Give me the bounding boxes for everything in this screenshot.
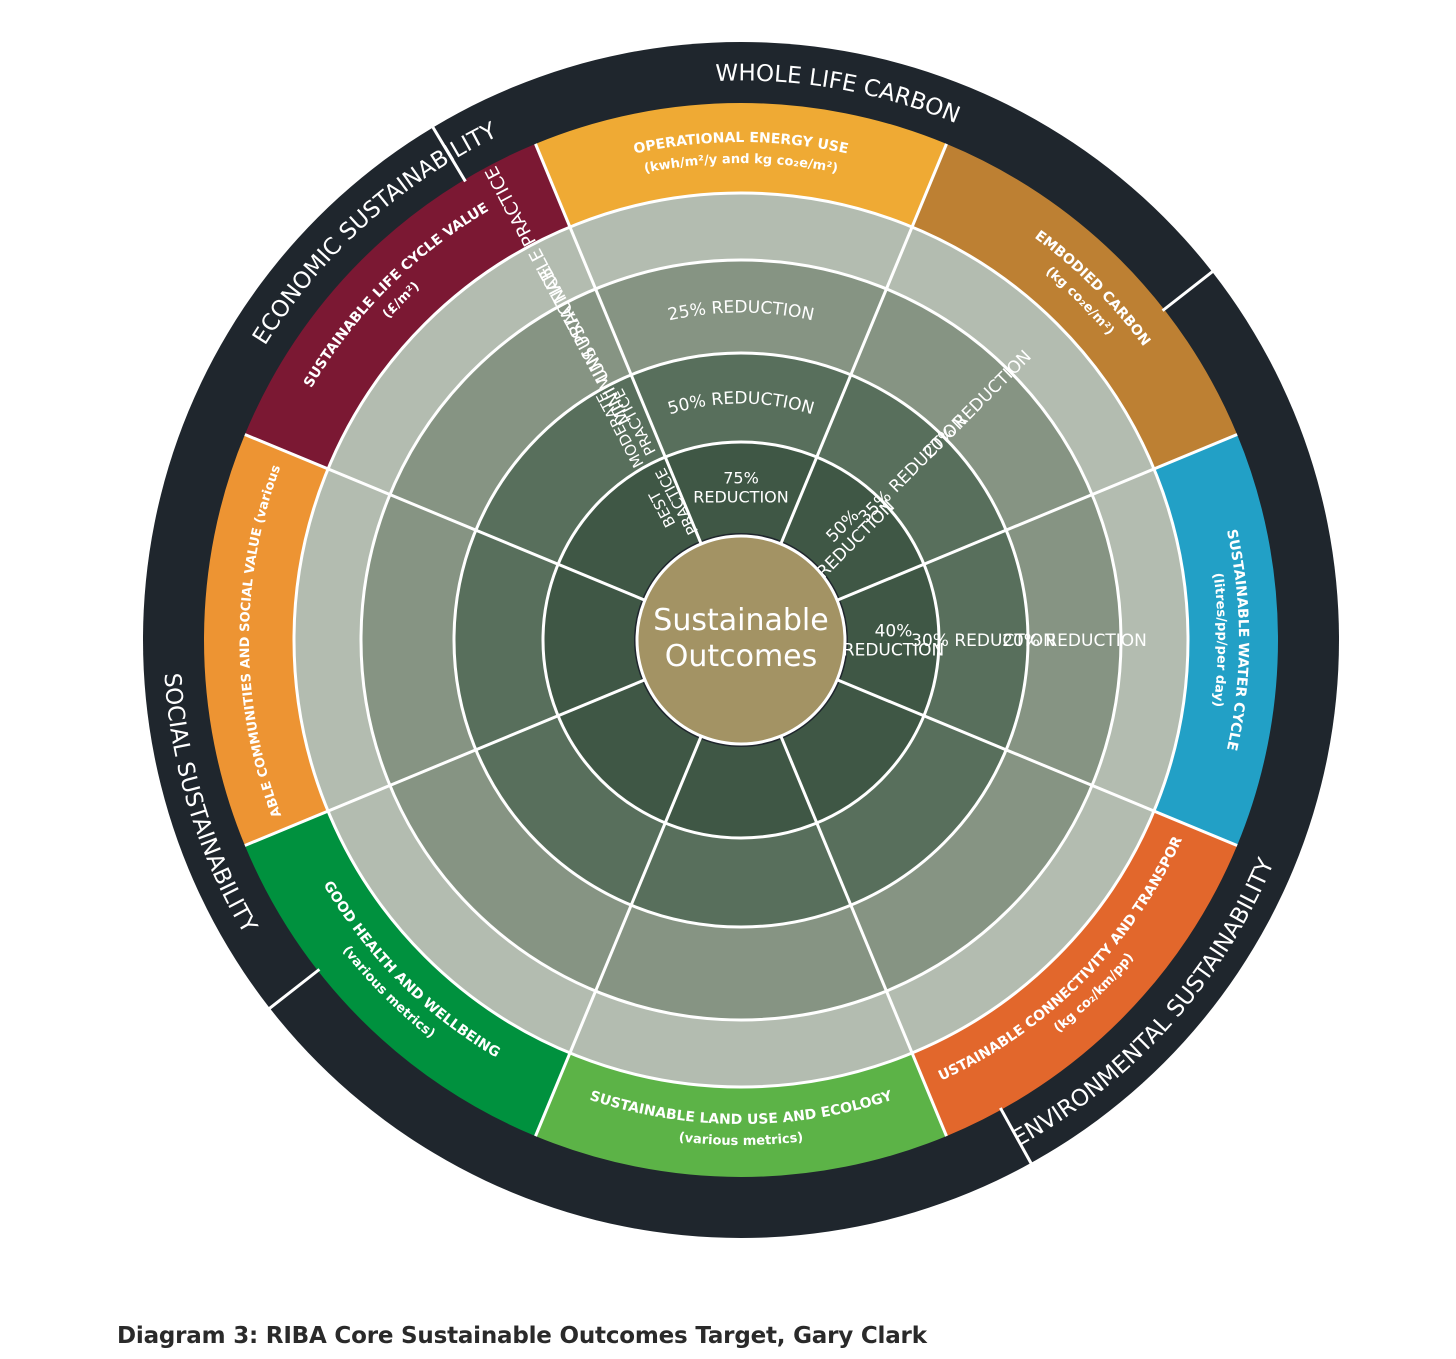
practice-ring-cell <box>665 441 817 542</box>
practice-ring-cell <box>886 785 1154 1053</box>
practice-ring-cell <box>558 680 701 823</box>
outcome-sector <box>535 1052 947 1177</box>
outcome-sector <box>244 811 570 1137</box>
sector-divider <box>836 433 1238 602</box>
practice-ring-cell <box>631 353 851 458</box>
band-divider <box>999 1107 1034 1166</box>
band-divider <box>267 968 321 1011</box>
sector-divider <box>779 735 948 1137</box>
practice-ring-cell <box>294 468 390 812</box>
sector-divider <box>836 678 1238 847</box>
practice-ring-cell <box>816 374 1007 565</box>
outcome-subtitle: (litres/pp/per day) <box>1209 572 1229 708</box>
practice-ring-cell <box>558 457 701 600</box>
practice-ring-cell <box>542 564 643 716</box>
ring-divider <box>541 440 941 840</box>
sector-divider <box>779 143 948 545</box>
practice-rings <box>294 193 1188 1087</box>
practice-ring-cell <box>850 749 1093 992</box>
practice-ring-cell <box>781 680 924 823</box>
practice-ring-cell <box>665 738 817 839</box>
practice-ring-cell <box>816 715 1007 906</box>
practice-ring-cell <box>475 715 666 906</box>
practice-ring-cell <box>328 785 596 1053</box>
sector-divider <box>534 143 703 545</box>
center-circle <box>635 534 847 746</box>
water-target-label: 20% REDUCTION <box>1002 631 1147 651</box>
outcome-sector <box>912 143 1238 469</box>
water-target-label: 30% REDUCTION <box>911 631 1056 651</box>
practice-ring-cell <box>923 530 1028 750</box>
practice-ring-cell <box>886 227 1154 495</box>
practice-ring-cell <box>595 905 887 1020</box>
practice-ring-cell <box>569 193 913 289</box>
practice-ring-cell <box>850 288 1093 531</box>
practice-ring-cell <box>1092 468 1188 812</box>
ring-divider <box>292 191 1190 1089</box>
energy-target-label: 75%REDUCTION <box>693 469 788 507</box>
figure-caption: Diagram 3: RIBA Core Sustainable Outcome… <box>117 1323 927 1349</box>
band-divider <box>1161 269 1215 312</box>
practice-ring-cell <box>454 530 559 750</box>
sector-divider <box>244 433 646 602</box>
practice-ring-cell <box>595 260 887 375</box>
sector-divider <box>534 735 703 1137</box>
outcome-sector <box>535 103 947 228</box>
practice-ring-cell <box>839 564 940 716</box>
practice-ring-cell <box>328 227 596 495</box>
outcome-sector <box>204 434 329 846</box>
practice-ring-cell <box>1006 494 1121 786</box>
ring-divider <box>452 351 1030 929</box>
outcome-sector <box>912 811 1238 1137</box>
practice-ring-cell <box>389 288 632 531</box>
outcome-sector <box>244 143 570 469</box>
outcome-subtitle: (various metrics) <box>678 1130 804 1149</box>
practice-ring-cell <box>389 749 632 992</box>
sector-divider <box>244 678 646 847</box>
practice-ring-cell <box>475 374 666 565</box>
outcome-sector <box>1153 434 1278 846</box>
outcome-ring <box>204 103 1278 1177</box>
ring-divider <box>359 258 1123 1022</box>
sector-dividers <box>244 124 1238 1166</box>
practice-ring-cell <box>361 494 476 786</box>
practice-ring-cell <box>781 457 924 600</box>
practice-ring-cell <box>569 991 913 1087</box>
water-target-label: 40%REDUCTION <box>843 622 944 661</box>
practice-ring-cell <box>631 822 851 927</box>
band-divider <box>430 124 467 183</box>
